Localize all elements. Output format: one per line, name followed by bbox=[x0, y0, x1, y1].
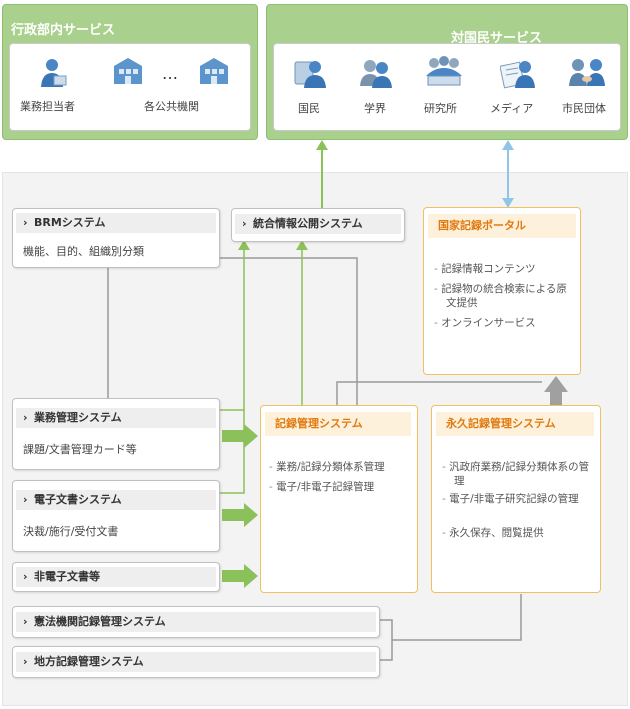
public-services-panel: 対国民サービス 国民 学界 研究所 メディア 市民団体 bbox=[266, 4, 628, 140]
building-icon bbox=[200, 58, 228, 84]
records-mgmt-item: - 電子/非電子記録管理 bbox=[269, 481, 375, 493]
public-services-body: 国民 学界 研究所 メディア 市民団体 bbox=[273, 43, 621, 131]
academia-icon bbox=[360, 60, 392, 88]
records-portal-title: 国家記録ポータル bbox=[428, 214, 576, 238]
permanent-records-item: - 永久保存、閲覧提供 bbox=[442, 527, 544, 539]
internal-services-panel: 行政部内サービス 業務担当者 … 各公共機関 bbox=[2, 4, 258, 140]
portal-item: - オンラインサービス bbox=[434, 317, 536, 329]
local-records-system-box: 地方記録管理システム bbox=[12, 646, 380, 678]
records-portal-box: 国家記録ポータル - 記録情報コンテンツ - 記録物の統合検索による原文提供 -… bbox=[423, 207, 581, 375]
citizen-label: 国民 bbox=[298, 102, 320, 115]
brm-system-title: BRMシステム bbox=[16, 213, 216, 233]
records-mgmt-item: - 業務/記録分類体系管理 bbox=[269, 461, 385, 473]
permanent-records-system-title: 永久記録管理システム bbox=[436, 412, 594, 436]
internal-services-body: 業務担当者 … 各公共機関 bbox=[9, 43, 251, 131]
constitutional-records-system-box: 憲法機関記録管理システム bbox=[12, 606, 380, 638]
integrated-info-system-box: 統合情報公開システム bbox=[231, 208, 405, 242]
permanent-records-item: - 汎政府業務/記録分類体系の管理 bbox=[442, 461, 590, 487]
integrated-info-system-title: 統合情報公開システム bbox=[235, 214, 401, 234]
portal-item: - 記録物の統合検索による原文提供 bbox=[434, 283, 567, 309]
permanent-records-system-box: 永久記録管理システム - 汎政府業務/記録分類体系の管理 - 電子/非電子研究記… bbox=[431, 405, 601, 593]
non-e-document-box: 非電子文書等 bbox=[12, 562, 220, 592]
brm-system-box: BRMシステム 機能、目的、組織別分類 bbox=[12, 208, 220, 268]
records-mgmt-system-title: 記録管理システム bbox=[265, 412, 411, 436]
civic-group-icon bbox=[569, 59, 605, 86]
ellipsis: … bbox=[162, 64, 178, 83]
media-label: メディア bbox=[490, 102, 534, 115]
business-mgmt-system-box: 業務管理システム 課題/文書管理カード等 bbox=[12, 398, 220, 470]
media-icon bbox=[500, 61, 535, 89]
public-services-title: 対国民サービス bbox=[451, 31, 543, 46]
internal-services-title: 行政部内サービス bbox=[11, 23, 116, 38]
brm-system-sub: 機能、目的、組織別分類 bbox=[23, 245, 144, 258]
agencies-label: 各公共機関 bbox=[144, 100, 199, 113]
citizen-icon bbox=[294, 61, 326, 88]
e-document-system-box: 電子文書システム 決裁/施行/受付文書 bbox=[12, 480, 220, 552]
portal-item: - 記録情報コンテンツ bbox=[434, 263, 536, 275]
business-mgmt-system-sub: 課題/文書管理カード等 bbox=[23, 443, 137, 456]
non-e-document-title: 非電子文書等 bbox=[16, 567, 216, 587]
academia-label: 学界 bbox=[364, 102, 386, 115]
e-document-system-sub: 決裁/施行/受付文書 bbox=[23, 525, 119, 538]
business-mgmt-system-title: 業務管理システム bbox=[16, 408, 216, 428]
e-document-system-title: 電子文書システム bbox=[16, 490, 216, 510]
permanent-records-item: - 電子/非電子研究記録の管理 bbox=[442, 493, 579, 505]
research-institute-icon bbox=[426, 56, 462, 86]
staff-label: 業務担当者 bbox=[20, 100, 75, 113]
staff-icon bbox=[41, 59, 67, 87]
civic-group-label: 市民団体 bbox=[562, 102, 606, 115]
building-icon bbox=[114, 58, 142, 84]
research-institute-label: 研究所 bbox=[424, 102, 457, 115]
records-mgmt-system-box: 記録管理システム - 業務/記録分類体系管理 - 電子/非電子記録管理 bbox=[260, 405, 418, 593]
local-records-system-title: 地方記録管理システム bbox=[16, 652, 376, 672]
constitutional-records-system-title: 憲法機関記録管理システム bbox=[16, 612, 376, 632]
